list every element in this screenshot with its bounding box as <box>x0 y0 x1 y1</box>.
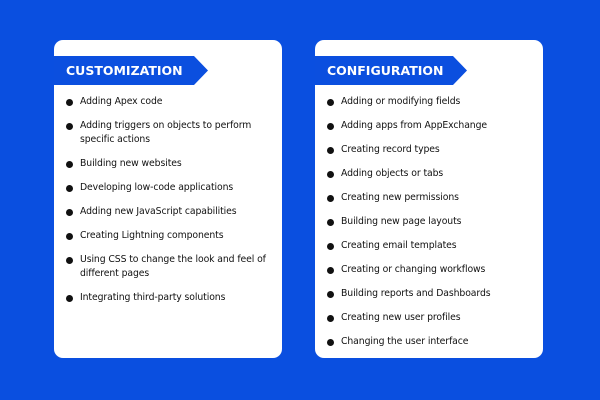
list-item: Creating new user profiles <box>327 311 535 325</box>
list-item: Changing the user interface <box>327 335 535 349</box>
configuration-card: CONFIGURATION Adding or modifying fields… <box>315 40 543 358</box>
customization-title: CUSTOMIZATION <box>54 56 208 85</box>
list-item: Creating Lightning components <box>66 229 274 243</box>
list-item: Adding or modifying fields <box>327 95 535 109</box>
list-item: Building reports and Dashboards <box>327 287 535 301</box>
list-item: Developing low-code applications <box>66 181 274 195</box>
list-item: Creating new permissions <box>327 191 535 205</box>
configuration-title: CONFIGURATION <box>315 56 467 85</box>
list-item: Using CSS to change the look and feel of… <box>66 253 274 281</box>
list-item: Integrating third-party solutions <box>66 291 274 305</box>
list-item: Adding new JavaScript capabilities <box>66 205 274 219</box>
list-item: Adding objects or tabs <box>327 167 535 181</box>
list-item: Adding apps from AppExchange <box>327 119 535 133</box>
configuration-list: Adding or modifying fields Adding apps f… <box>327 95 535 359</box>
list-item: Creating record types <box>327 143 535 157</box>
list-item: Adding triggers on objects to perform sp… <box>66 119 274 147</box>
customization-card: CUSTOMIZATION Adding Apex code Adding tr… <box>54 40 282 358</box>
list-item: Adding Apex code <box>66 95 274 109</box>
customization-list: Adding Apex code Adding triggers on obje… <box>66 95 274 315</box>
list-item: Building new websites <box>66 157 274 171</box>
list-item: Creating email templates <box>327 239 535 253</box>
list-item: Building new page layouts <box>327 215 535 229</box>
list-item: Creating or changing workflows <box>327 263 535 277</box>
